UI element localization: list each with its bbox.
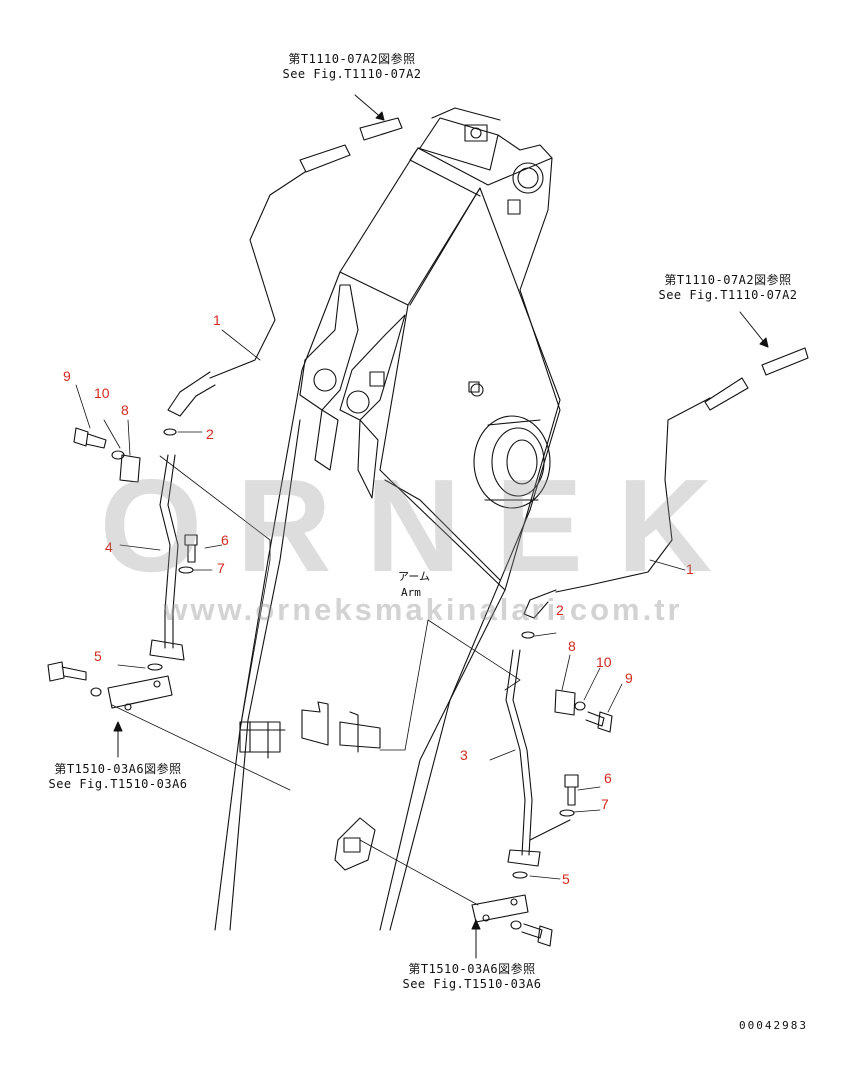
ref-right: 第T1110-07A2図参照 See Fig.T1110-07A2 (638, 273, 818, 303)
hose-left (167, 117, 403, 417)
callout-washer-left: 7 (217, 560, 225, 576)
clamp-left (119, 454, 141, 483)
ref-left-bottom-en: See Fig.T1510-03A6 (48, 777, 188, 791)
bolt-left (178, 534, 198, 574)
oring-left (147, 428, 177, 671)
cylinder-bracket (299, 284, 406, 499)
ref-left-bottom: 第T1510-03A6図参照 See Fig.T1510-03A6 (28, 762, 208, 792)
ref-right-jp: 第T1110-07A2図参照 (664, 273, 792, 287)
callout-bolt-top-left: 9 (63, 368, 71, 384)
ref-top-center: 第T1110-07A2図参照 See Fig.T1110-07A2 (262, 52, 442, 82)
callout-oring-bottom-right: 5 (562, 871, 570, 887)
callout-numbers: 1 2 4 6 7 5 9 10 8 1 2 8 10 9 3 6 7 5 (63, 312, 694, 887)
hose-bracket-center (301, 701, 381, 753)
ref-top-center-jp: 第T1110-07A2図参照 (288, 52, 416, 66)
callout-bolt-right: 6 (604, 770, 612, 786)
bolt-top-left (73, 427, 107, 449)
callout-hose-left: 1 (213, 312, 221, 328)
ref-left-bottom-jp: 第T1510-03A6図参照 (54, 762, 182, 776)
ref-bottom-center: 第T1510-03A6図参照 See Fig.T1510-03A6 (382, 962, 562, 992)
block-right (471, 894, 553, 947)
pipe-left (149, 454, 185, 661)
hose-right (523, 347, 809, 619)
reference-arrows (113, 94, 769, 959)
mount-plate (334, 817, 376, 871)
callout-oring-left: 2 (206, 426, 214, 442)
ref-top-center-en: See Fig.T1110-07A2 (282, 67, 422, 81)
watermark-brand: ORNEK (99, 452, 747, 599)
callout-oring-right: 2 (556, 602, 564, 618)
callout-bolt-left: 6 (221, 532, 229, 548)
pipe-right (505, 649, 571, 867)
callout-clamp-right: 8 (568, 638, 576, 654)
block-left (47, 661, 173, 711)
ref-right-en: See Fig.T1110-07A2 (658, 288, 798, 302)
ref-bottom-center-en: See Fig.T1510-03A6 (402, 977, 542, 991)
washer-top-left (111, 450, 125, 460)
callout-bolt-top-right: 9 (625, 670, 633, 686)
callout-clamp-left: 8 (121, 402, 129, 418)
callout-oring-bottom-left: 5 (94, 648, 102, 664)
clamp-right (554, 689, 613, 733)
arm-label: アーム Arm (398, 570, 430, 599)
arm-label-jp: アーム (398, 570, 430, 583)
watermark-url: www.orneksmakinalari.com.tr (163, 592, 683, 627)
callout-pipe-left: 4 (105, 539, 113, 555)
callout-washer-top-left: 10 (94, 385, 110, 401)
hose-bracket-left (239, 721, 286, 759)
callout-washer-top-right: 10 (596, 654, 612, 670)
bolt-right (512, 631, 579, 879)
callout-pipe-right: 3 (460, 747, 468, 763)
ref-bottom-center-jp: 第T1510-03A6図参照 (408, 962, 536, 976)
callout-hose-right: 1 (686, 561, 694, 577)
arm-label-en: Arm (401, 586, 421, 599)
leader-lines (75, 329, 686, 906)
callout-washer-right: 7 (601, 796, 609, 812)
arm-body (214, 107, 561, 931)
document-id: 00042983 (739, 1019, 808, 1032)
arm-boss (473, 415, 551, 509)
